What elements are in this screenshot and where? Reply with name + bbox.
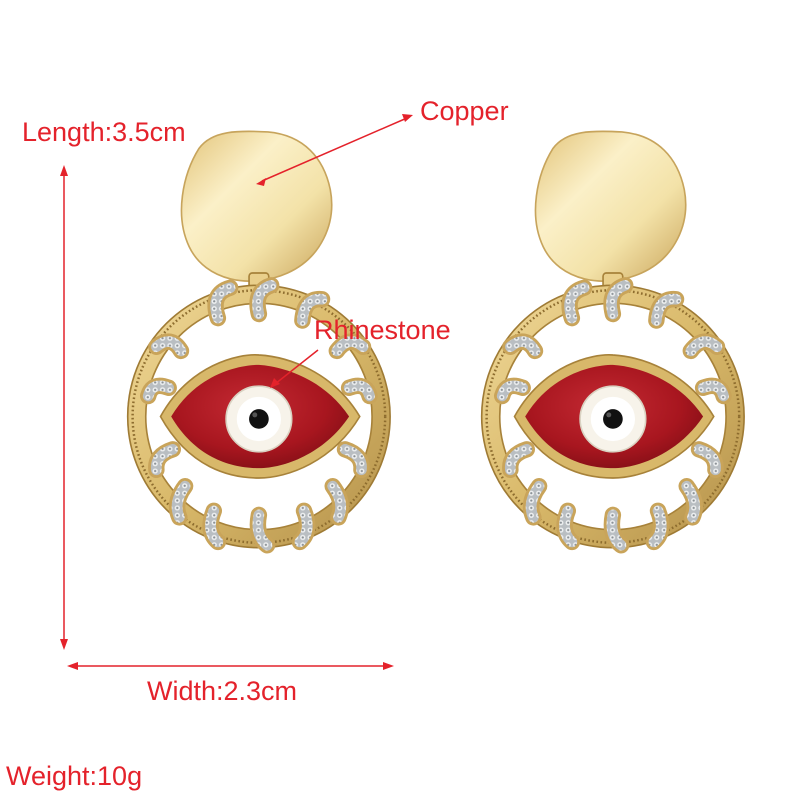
width-label: Width:2.3cm: [147, 676, 298, 706]
rhinestone-pointer: [270, 349, 319, 388]
length-arrow: [60, 165, 68, 650]
copper-label: Copper: [420, 96, 509, 126]
length-label: Length:3.5cm: [22, 117, 186, 147]
weight-label: Weight:10g: [6, 761, 143, 791]
copper-pointer: [256, 114, 413, 186]
earring-right: [482, 131, 744, 547]
width-arrow: [67, 662, 394, 670]
rhinestone-label: Rhinestone: [314, 315, 451, 345]
